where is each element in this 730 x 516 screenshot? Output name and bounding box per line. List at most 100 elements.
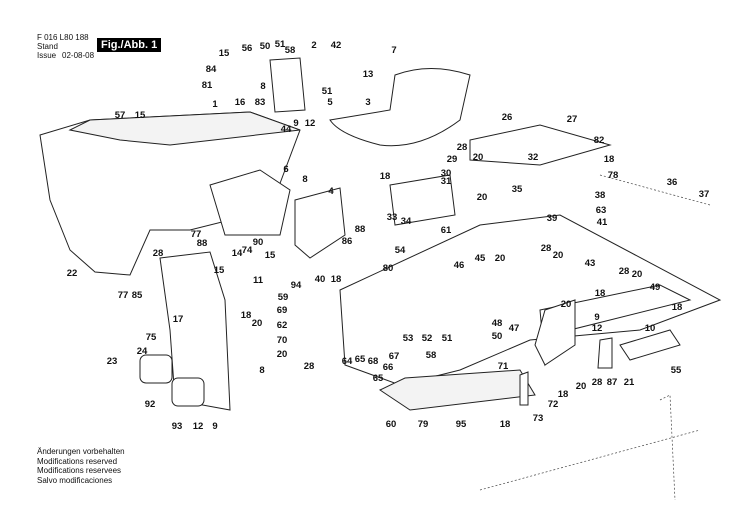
part-label-88: 88 (355, 224, 366, 235)
part-label-13: 13 (363, 69, 374, 80)
part-label-88: 88 (197, 238, 208, 249)
part-label-15: 15 (219, 48, 230, 59)
part-label-12: 12 (592, 323, 603, 334)
part-label-65: 65 (355, 354, 366, 365)
part-label-84: 84 (206, 64, 217, 75)
part-label-18: 18 (558, 389, 569, 400)
part-label-35: 35 (512, 184, 523, 195)
part-label-37: 37 (699, 189, 710, 200)
part-label-48: 48 (492, 318, 503, 329)
lamp-right (171, 377, 205, 407)
part-label-20: 20 (277, 349, 288, 360)
plate-87 (597, 337, 613, 369)
part-label-14: 14 (232, 248, 243, 259)
part-label-7: 7 (391, 45, 396, 56)
part-label-40: 40 (315, 274, 326, 285)
part-label-74: 74 (242, 245, 253, 256)
part-label-58: 58 (426, 350, 437, 361)
part-label-87: 87 (607, 377, 618, 388)
part-label-47: 47 (509, 323, 520, 334)
part-label-54: 54 (395, 245, 406, 256)
part-label-81: 81 (202, 80, 213, 91)
seat (329, 68, 471, 147)
part-label-73: 73 (533, 413, 544, 424)
part-label-9: 9 (293, 118, 298, 129)
part-label-20: 20 (553, 250, 564, 261)
issue-date: 02-08-08 (62, 51, 95, 60)
part-label-50: 50 (260, 41, 271, 52)
box-21 (619, 329, 681, 361)
part-label-21: 21 (624, 377, 635, 388)
part-label-49: 49 (650, 282, 661, 293)
part-label-53: 53 (403, 333, 414, 344)
part-label-31: 31 (441, 176, 452, 187)
part-label-2: 2 (311, 40, 316, 51)
part-label-67: 67 (389, 351, 400, 362)
note-de: Änderungen vorbehalten (37, 447, 125, 456)
part-label-3: 3 (365, 97, 370, 108)
part-label-65: 65 (373, 373, 384, 384)
rod-36 (599, 174, 711, 206)
part-label-28: 28 (541, 243, 552, 254)
part-label-20: 20 (495, 253, 506, 264)
part-label-8: 8 (302, 174, 307, 185)
part-label-33: 33 (387, 212, 398, 223)
issue-label: Issue (37, 51, 57, 60)
frame-rail (479, 429, 701, 491)
part-label-5: 5 (327, 97, 333, 108)
part-label-38: 38 (595, 190, 606, 201)
part-label-28: 28 (619, 266, 630, 277)
rear-frame (159, 251, 231, 411)
part-label-36: 36 (667, 177, 678, 188)
part-label-50: 50 (492, 331, 503, 342)
part-label-18: 18 (241, 310, 252, 321)
part-label-28: 28 (457, 142, 468, 153)
part-label-58: 58 (285, 45, 296, 56)
part-label-23: 23 (107, 356, 118, 367)
part-label-83: 83 (255, 97, 266, 108)
part-label-34: 34 (401, 216, 412, 227)
part-label-95: 95 (456, 419, 467, 430)
chassis (339, 214, 722, 386)
part-label-85: 85 (132, 290, 143, 301)
part-label-29: 29 (447, 154, 458, 165)
part-label-64: 64 (342, 356, 353, 367)
part-label-27: 27 (567, 114, 578, 125)
part-label-18: 18 (380, 171, 391, 182)
part-label-59: 59 (278, 292, 289, 303)
part-label-20: 20 (473, 152, 484, 163)
part-label-75: 75 (146, 332, 157, 343)
part-label-55: 55 (671, 365, 682, 376)
part-label-39: 39 (547, 213, 558, 224)
part-label-63: 63 (596, 205, 607, 216)
part-label-4: 4 (328, 186, 334, 197)
pedal-bar (519, 371, 529, 406)
grass-bag-lid (68, 111, 301, 146)
lamp-left (139, 354, 173, 384)
part-label-10: 10 (645, 323, 656, 334)
note-en: Modifications reserved (37, 456, 118, 466)
part-label-61: 61 (441, 225, 452, 236)
part-label-51: 51 (275, 39, 286, 50)
part-label-68: 68 (368, 356, 379, 367)
part-label-22: 22 (67, 268, 78, 279)
part-label-93: 93 (172, 421, 183, 432)
part-label-18: 18 (672, 302, 683, 313)
part-label-20: 20 (477, 192, 488, 203)
part-label-30: 30 (441, 168, 452, 179)
note-es: Salvo modificaciones (37, 475, 113, 485)
stand-label: Stand (37, 42, 58, 51)
part-label-20: 20 (252, 318, 263, 329)
part-label-9: 9 (594, 312, 599, 323)
part-label-8: 8 (259, 365, 264, 376)
rear-panel (389, 174, 456, 226)
part-label-51: 51 (442, 333, 453, 344)
part-label-28: 28 (153, 248, 164, 259)
parts-outlines (39, 57, 722, 501)
part-label-79: 79 (418, 419, 429, 430)
part-label-69: 69 (277, 305, 288, 316)
part-label-26: 26 (502, 112, 513, 123)
part-label-45: 45 (475, 253, 486, 264)
part-label-18: 18 (595, 288, 606, 299)
